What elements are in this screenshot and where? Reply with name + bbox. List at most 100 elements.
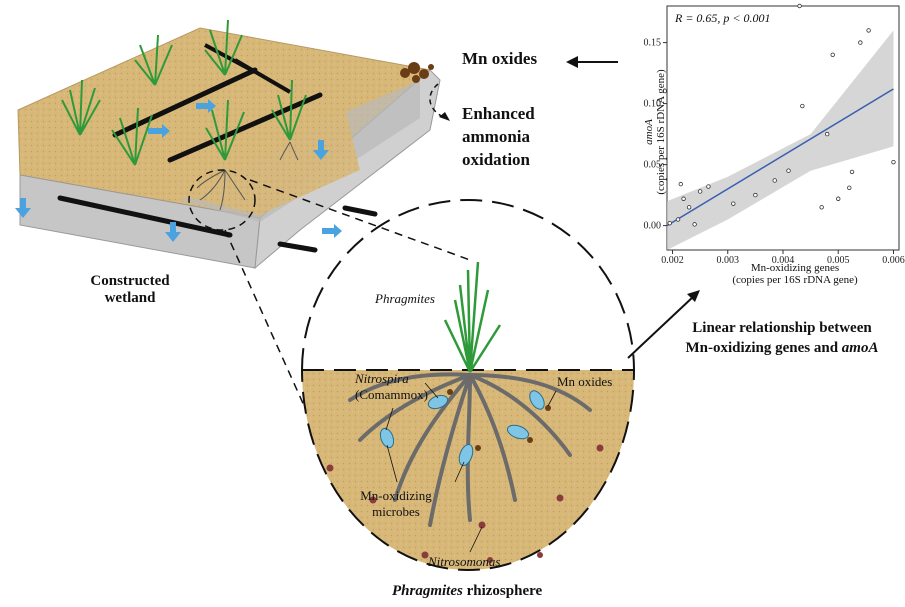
nitrosomonas-cells [326, 444, 604, 563]
x-tick-label: 0.005 [827, 255, 850, 266]
linear-line2-prefix: Mn-oxidizing genes and [685, 340, 842, 356]
rhizosphere-rest: rhizosphere [462, 583, 543, 599]
wetland-inner-soil [180, 108, 360, 215]
linear-line2-amoa: amoA [841, 340, 879, 356]
data-point [819, 205, 824, 210]
data-point [706, 184, 711, 189]
mn-oxides-label: Mn oxides [462, 49, 538, 68]
chart-ylabel-line2: (copies per 16S rDNA gene) [655, 69, 667, 195]
leader-lines [385, 382, 557, 553]
data-point [692, 222, 697, 227]
zoom-guide-line [224, 229, 316, 431]
mn-oxides-zoom-label: Mn oxides [557, 374, 613, 389]
plant-icon [205, 99, 245, 161]
data-point [675, 217, 681, 222]
plant-icon [204, 19, 243, 76]
flow-arrow-icon [148, 124, 170, 138]
constructed-wetland-label: Constructed wetland [75, 273, 185, 307]
wetland-roots [196, 141, 299, 211]
constructed-wetland-line1: Constructed [90, 273, 170, 289]
linear-line1: Linear relationship between [692, 320, 872, 336]
regression-line [666, 88, 894, 227]
data-point [847, 185, 852, 190]
plant-icon [61, 79, 101, 136]
pipe [233, 58, 292, 94]
data-point [753, 192, 758, 198]
linear-relationship-label: Linear relationship between Mn-oxidizing… [672, 318, 892, 358]
pipe [112, 67, 258, 138]
nitrospira-label: Nitrospira (Comammox) [355, 371, 428, 403]
mn-oxide-particles [447, 389, 551, 451]
rhizosphere-zoom [300, 199, 636, 571]
mn-oxide-cluster [400, 62, 434, 83]
nitrospira-text: Nitrospira [355, 371, 409, 386]
y-tick-label: 0.05 [644, 160, 662, 171]
zoom-guide-line [249, 179, 471, 261]
data-point [786, 168, 791, 173]
mn-oxidizing-microbes-label: Mn-oxidizing microbes [348, 488, 444, 520]
enhanced-ammonia-oxidation-label: Enhanced ammonia oxidation [462, 102, 535, 171]
microbe-icon [529, 390, 545, 410]
y-tick-label: 0.10 [644, 99, 662, 110]
mn-oxide-icon [545, 405, 551, 411]
mn-oxide-icon [527, 437, 533, 443]
enhanced-line3: oxidation [462, 150, 531, 169]
flow-arrows [15, 99, 342, 242]
mn-oxide-icon [408, 62, 420, 74]
chart-xlabel-line2: (copies per 16S rDNA gene) [732, 274, 858, 286]
data-point [824, 131, 830, 137]
mn-oxide-icon [412, 75, 420, 83]
mn-oxide-icon [419, 69, 429, 79]
plant-icon [271, 79, 307, 141]
data-point [858, 40, 863, 45]
rhizosphere-upper-dashed [301, 199, 635, 371]
arrow-right-icon [627, 290, 700, 359]
data-point [772, 178, 777, 183]
chart-annotation: R = 0.65, p < 0.001 [675, 11, 771, 25]
arrow-left-icon [566, 56, 618, 68]
flow-arrow-icon [165, 222, 181, 242]
mn-oxide-icon [428, 64, 434, 70]
microbe-icon [379, 427, 395, 449]
data-point [678, 181, 684, 187]
plant-icon [134, 34, 173, 86]
constructed-wetland-line2: wetland [104, 290, 156, 306]
phragmites-label: Phragmites [375, 291, 435, 306]
flow-arrow-icon [313, 140, 329, 160]
chart-ylabel: amoA (copies per 16S rDNA gene) [643, 37, 667, 227]
flow-arrow-icon [322, 224, 342, 238]
curved-arrow-icon [429, 83, 450, 121]
nitrosomonas-label: Nitrosomonas [428, 554, 501, 569]
data-point [667, 220, 672, 226]
phragmites-plant [443, 261, 502, 373]
y-tick-label: 0.15 [644, 38, 662, 49]
wetland-plants [61, 19, 307, 166]
microbes [379, 390, 545, 467]
mn-oxide-icon [447, 389, 453, 395]
rhizosphere-phragmites: Phragmites [392, 583, 463, 599]
mn-oxidizing-line2: microbes [372, 504, 420, 519]
data-point [686, 205, 692, 210]
zoom-circle [188, 169, 256, 231]
mn-oxide-icon [475, 445, 481, 451]
chart-ylabel-line1: amoA [643, 119, 655, 145]
data-point [866, 28, 871, 33]
data-point [697, 189, 703, 194]
confidence-band [667, 30, 894, 251]
flow-arrow-icon [196, 99, 216, 113]
data-point [849, 169, 855, 175]
pipe [57, 195, 233, 238]
enhanced-line1: Enhanced [462, 104, 535, 123]
chart-xlabel: Mn-oxidizing genes (copies per 16S rDNA … [690, 262, 900, 286]
enhanced-line2: ammonia [462, 127, 530, 146]
pipe [167, 92, 323, 163]
data-point [797, 3, 802, 9]
data-point [681, 196, 686, 201]
data-point [830, 52, 835, 57]
linear-line2: Mn-oxidizing genes and amoA [672, 338, 892, 358]
data-point [891, 159, 896, 165]
x-tick-label: 0.003 [717, 255, 740, 266]
data-point [800, 103, 805, 109]
pipe [342, 205, 378, 217]
